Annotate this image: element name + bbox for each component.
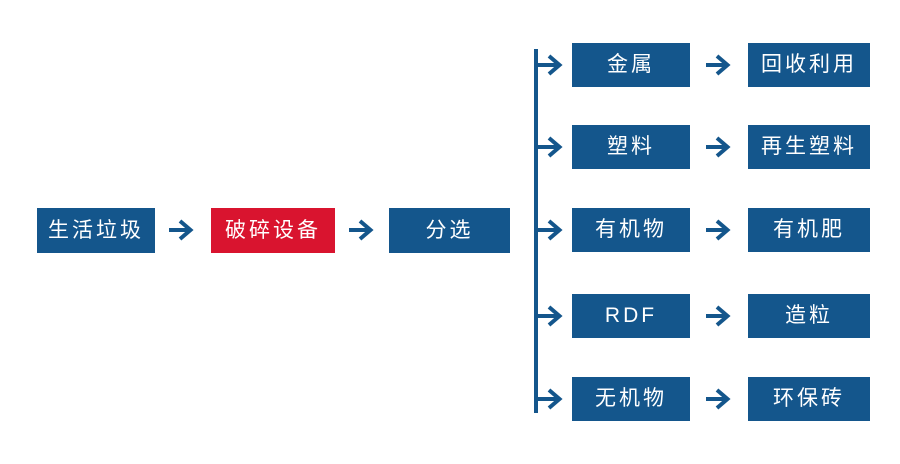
branch-arrow-right-icon (536, 386, 566, 412)
node-rdf: RDF (572, 294, 690, 338)
node-metal: 金属 (572, 43, 690, 87)
node-recycled-plastic: 再生塑料 (748, 125, 870, 169)
arrow-right-icon (704, 386, 734, 412)
node-recycling: 回收利用 (748, 43, 870, 87)
branch-arrow-right-icon (536, 217, 566, 243)
branch-arrow-right-icon (536, 52, 566, 78)
node-crushing-equipment: 破碎设备 (211, 208, 335, 253)
node-eco-brick: 环保砖 (748, 377, 870, 421)
arrow-right-icon (704, 303, 734, 329)
branch-arrow-right-icon (536, 134, 566, 160)
arrow-right-icon (167, 217, 197, 243)
node-sorting: 分选 (389, 208, 510, 253)
node-organic-matter: 有机物 (572, 208, 690, 252)
node-household-waste: 生活垃圾 (37, 208, 155, 253)
node-organic-fertilizer: 有机肥 (748, 208, 870, 252)
node-granulation: 造粒 (748, 294, 870, 338)
node-plastic: 塑料 (572, 125, 690, 169)
node-inorganic-matter: 无机物 (572, 377, 690, 421)
arrow-right-icon (347, 217, 377, 243)
arrow-right-icon (704, 52, 734, 78)
branch-arrow-right-icon (536, 303, 566, 329)
arrow-right-icon (704, 134, 734, 160)
arrow-right-icon (704, 217, 734, 243)
